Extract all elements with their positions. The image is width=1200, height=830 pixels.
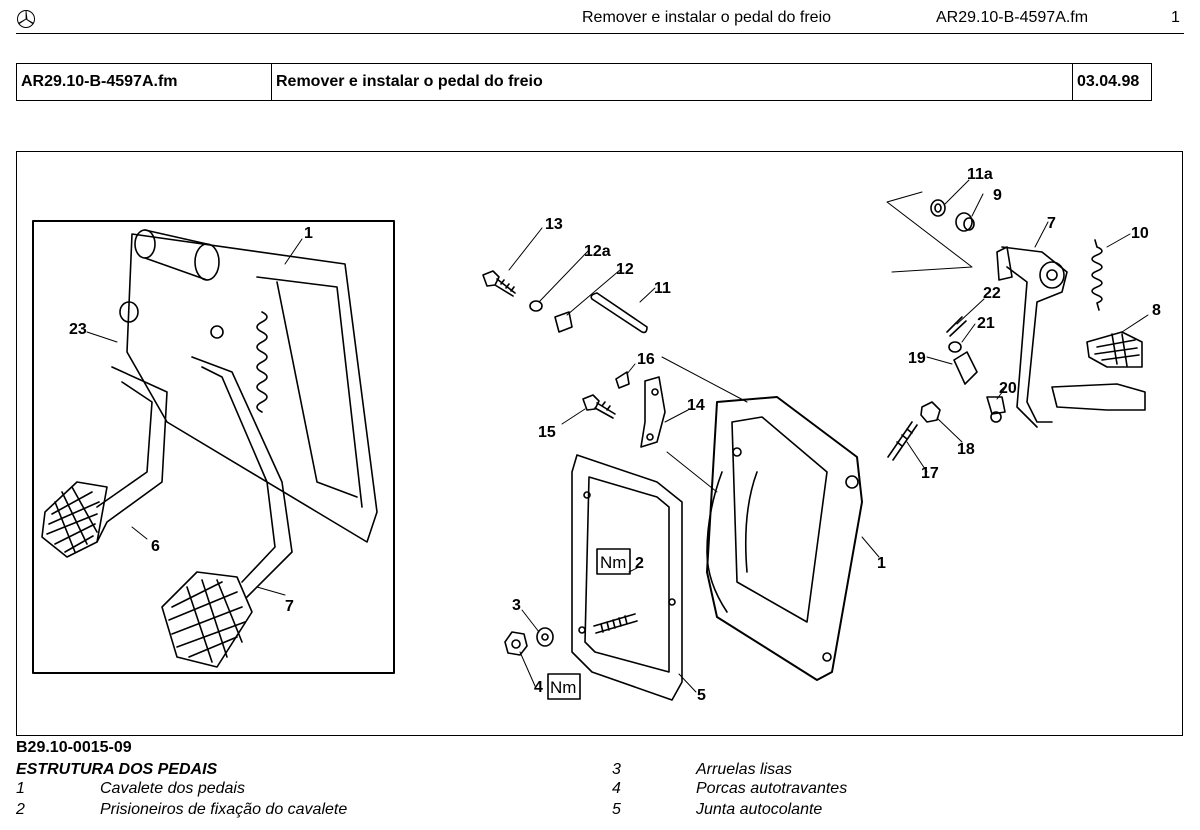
page-header: Remover e instalar o pedal do freio AR29… — [0, 0, 1200, 36]
legend-text: Arruelas lisas — [696, 761, 793, 778]
pedal-assembly-figure: 1 23 6 7 13 12a 12 11 16 14 15 3 4 2 5 1… — [16, 151, 1183, 736]
star-logo-icon — [17, 10, 35, 28]
header-rule — [16, 33, 1184, 34]
legend-text: Prisioneiros de fixação do cavalete — [100, 801, 348, 818]
pedal-drawing: 1 23 6 7 13 12a 12 11 16 14 15 3 4 2 5 1… — [32, 166, 1161, 704]
callout-label: 16 — [637, 351, 655, 368]
callout-label: 19 — [908, 350, 926, 367]
callout-label: 7 — [1047, 215, 1056, 232]
callout-label: 1 — [304, 225, 313, 242]
document-info-table: AR29.10-B-4597A.fm Remover e instalar o … — [16, 63, 1152, 101]
legend-text: Porcas autotravantes — [696, 780, 848, 797]
callout-label: 13 — [545, 216, 563, 233]
figure-id: B29.10-0015-09 — [16, 739, 132, 756]
callout-label: 9 — [993, 187, 1002, 204]
callout-label: 12 — [616, 261, 634, 278]
page-number: 1 — [1171, 9, 1180, 26]
callout-label: 11 — [654, 280, 671, 297]
callout-label: 10 — [1131, 225, 1149, 242]
legend-text: Cavalete dos pedais — [100, 780, 245, 797]
callout-label: 17 — [921, 465, 939, 482]
legend-num: 1 — [16, 780, 25, 797]
info-title: Remover e instalar o pedal do freio — [271, 63, 1073, 101]
callout-label: 8 — [1152, 302, 1161, 319]
callout-label: 6 — [151, 538, 160, 555]
callout-label: 11a — [967, 166, 993, 183]
header-doc-ref: AR29.10-B-4597A.fm — [936, 9, 1089, 26]
legend-num: 5 — [612, 801, 621, 818]
inset-frame — [32, 220, 395, 674]
header-title: Remover e instalar o pedal do freio — [582, 9, 832, 26]
callout-label: 14 — [687, 397, 705, 414]
callout-label: 23 — [69, 321, 87, 338]
info-date: 03.04.98 — [1072, 63, 1152, 101]
legend-num: 2 — [16, 801, 25, 818]
figure-title: ESTRUTURA DOS PEDAIS — [16, 761, 218, 778]
torque-label: Nm — [550, 678, 576, 697]
legend-text: Junta autocolante — [696, 801, 823, 818]
legend-num: 3 — [612, 761, 621, 778]
callout-label: 21 — [977, 315, 995, 332]
callout-label: 4 — [534, 679, 543, 696]
callout-label: 2 — [635, 555, 644, 572]
torque-label: Nm — [600, 553, 626, 572]
callout-label: 3 — [512, 597, 521, 614]
info-doc-ref: AR29.10-B-4597A.fm — [16, 63, 272, 101]
callout-label: 15 — [538, 424, 556, 441]
callout-label: 7 — [285, 598, 294, 615]
callout-label: 20 — [999, 380, 1017, 397]
legend-num: 4 — [612, 780, 621, 797]
callout-label: 18 — [957, 441, 975, 458]
callout-label: 22 — [983, 285, 1001, 302]
callout-label: 1 — [877, 555, 886, 572]
callout-label: 12a — [584, 243, 611, 260]
callout-label: 5 — [697, 687, 706, 704]
